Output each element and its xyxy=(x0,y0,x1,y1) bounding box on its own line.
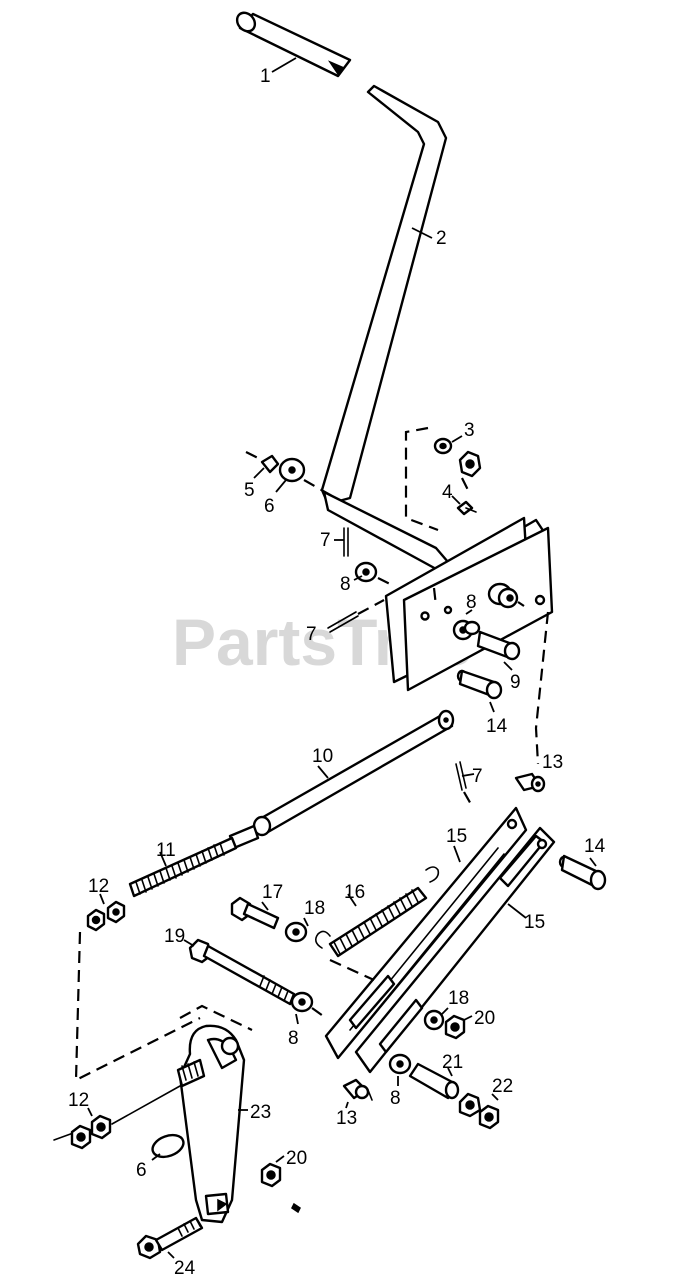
part-6-washer-upper xyxy=(275,457,333,497)
label-8-lower-left: 8 xyxy=(288,1028,299,1049)
part-3-nut-washer xyxy=(433,435,482,478)
part-13-bushing-upper xyxy=(514,772,546,793)
part-11-threaded-rod xyxy=(128,824,260,898)
part-8-washer-upper xyxy=(353,561,395,587)
part-15-slotted-link-rear xyxy=(354,826,556,1074)
label-1: 1 xyxy=(260,66,271,87)
part-8-washer-lower-right xyxy=(388,1053,412,1086)
label-11: 11 xyxy=(156,840,176,861)
label-23: 23 xyxy=(250,1102,271,1123)
label-16: 16 xyxy=(344,882,365,903)
part-12-nuts-upper xyxy=(86,893,126,932)
part-8-washer-plate xyxy=(452,609,481,641)
label-6-upper: 6 xyxy=(264,496,275,517)
label-8-lower-right: 8 xyxy=(390,1088,401,1109)
part-16-tension-spring xyxy=(314,866,440,982)
part-22-nuts xyxy=(458,1092,500,1130)
label-21: 21 xyxy=(442,1052,463,1073)
label-12-upper: 12 xyxy=(88,876,109,897)
label-17: 17 xyxy=(262,882,283,903)
part-1-handle-grip xyxy=(235,11,352,78)
label-15-lower: 15 xyxy=(524,912,545,933)
mounting-plate-bracket xyxy=(384,516,554,692)
part-20-nut-upper xyxy=(444,1014,473,1040)
part-13-bushing-lower xyxy=(342,1078,373,1109)
label-2: 2 xyxy=(436,228,447,249)
label-10: 10 xyxy=(312,746,333,767)
label-14-lower: 14 xyxy=(584,836,606,857)
part-24-bolt xyxy=(136,1216,204,1260)
part-2-lift-lever xyxy=(320,84,450,572)
part-7-cotter-pin-lower xyxy=(455,761,475,807)
part-15-slotted-link-front xyxy=(324,806,528,1060)
label-18-lower: 18 xyxy=(448,988,469,1009)
part-19-long-bolt xyxy=(183,938,296,1006)
label-7-upper: 7 xyxy=(320,530,331,551)
label-15-upper: 15 xyxy=(446,826,467,847)
part-18-washer-upper xyxy=(284,917,309,943)
part-14-pin-upper xyxy=(456,669,503,713)
label-24: 24 xyxy=(174,1258,196,1279)
part-8-washer-lower-left xyxy=(290,991,327,1025)
part-23-lift-arm xyxy=(176,1024,248,1224)
part-6-washer-lower xyxy=(151,1133,185,1161)
label-8-plate: 8 xyxy=(466,592,477,613)
label-18-upper: 18 xyxy=(304,898,325,919)
part-9-clevis-pin xyxy=(476,630,521,671)
label-20-lower: 20 xyxy=(286,1148,307,1169)
label-8-upper: 8 xyxy=(340,574,351,595)
label-12-lower: 12 xyxy=(68,1090,89,1111)
part-7-cotter-pin-upper xyxy=(334,527,349,557)
callout-numbers: 1 2 3 4 5 6 7 8 7 8 9 14 10 7 13 11 15 1… xyxy=(68,66,606,1279)
label-22: 22 xyxy=(492,1076,513,1097)
label-14-upper: 14 xyxy=(486,716,508,737)
label-7-middle: 7 xyxy=(306,624,317,645)
label-3: 3 xyxy=(464,420,475,441)
part-21-spacer xyxy=(408,1062,460,1100)
label-4: 4 xyxy=(442,482,453,503)
label-13-upper: 13 xyxy=(542,752,563,773)
part-7-cotter-pin-middle xyxy=(327,599,385,633)
part-18-washer-lower xyxy=(423,1007,449,1031)
part-5-clip xyxy=(245,451,280,479)
label-7-lower: 7 xyxy=(472,766,483,787)
label-9: 9 xyxy=(510,672,521,693)
part-12-nuts-lower xyxy=(53,1085,181,1150)
part-14-pin-lower xyxy=(558,854,607,891)
label-13-lower: 13 xyxy=(336,1108,357,1129)
part-10-cross-shaft xyxy=(252,709,455,837)
label-19: 19 xyxy=(164,926,185,947)
label-5: 5 xyxy=(244,480,255,501)
label-6-lower: 6 xyxy=(136,1160,147,1181)
label-20-upper: 20 xyxy=(474,1008,495,1029)
part-20-nut-lower xyxy=(260,1155,301,1214)
part-4-bolt xyxy=(451,495,477,516)
part-17-bolt xyxy=(230,896,280,930)
